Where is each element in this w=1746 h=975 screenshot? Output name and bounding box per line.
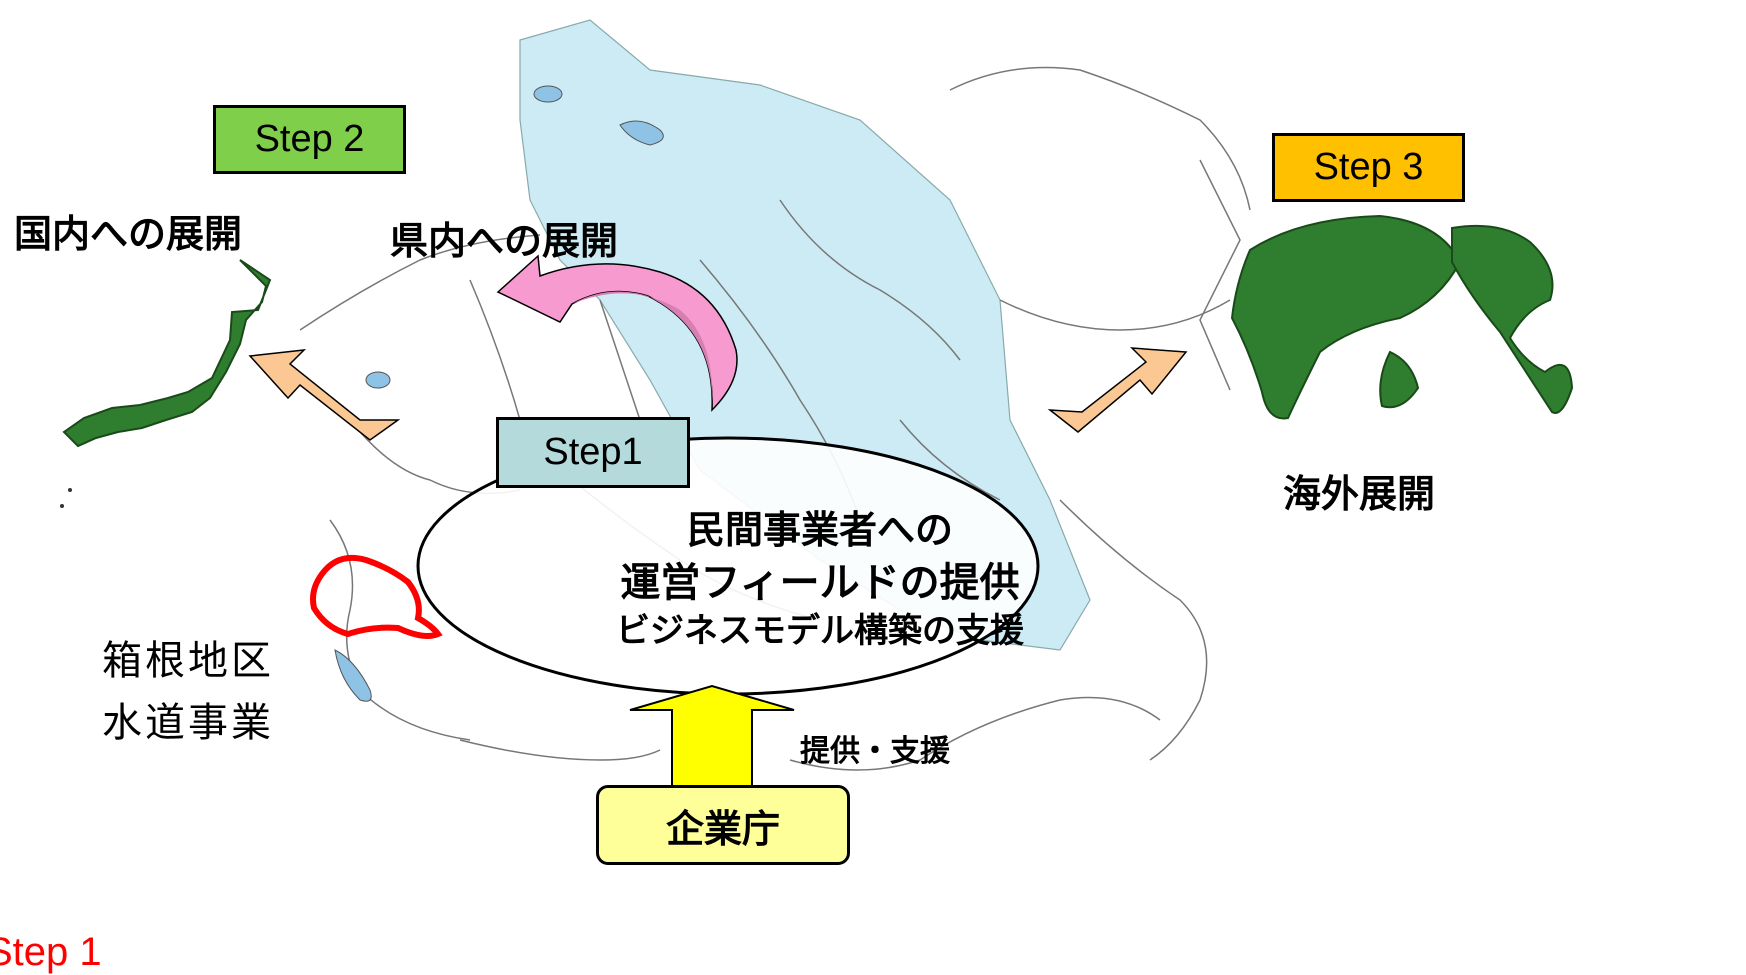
step1-line-3: ビジネスモデル構築の支援 [616, 611, 1024, 651]
step2-box: Step 2 [213, 105, 406, 174]
footer-step1-fragment: Step 1 [0, 930, 102, 974]
agency-box: 企業庁 [596, 785, 850, 865]
step1-box: Step1 [496, 417, 690, 488]
step1-line-1: 民間事業者への [686, 508, 953, 552]
step2-box-label: Step 2 [254, 118, 365, 160]
step2-arrow [248, 349, 401, 441]
step3-box-label: Step 3 [1313, 146, 1424, 188]
japan-map-icon [62, 259, 272, 448]
support-label: 提供・支援 [800, 734, 950, 769]
step2-title: 国内への展開 [14, 212, 243, 256]
prefecture-expansion-arrow [496, 254, 738, 412]
support-arrow [629, 684, 795, 791]
lake-ashi [334, 649, 372, 702]
step3-title: 海外展開 [1283, 472, 1436, 516]
world-map-icon [1230, 214, 1574, 420]
step3-arrow [1047, 347, 1188, 433]
hakone-label-line2: 水道事業 [102, 700, 274, 746]
hakone-label-line1: 箱根地区 [102, 638, 274, 684]
prefecture-expansion-label: 県内への展開 [390, 219, 619, 263]
hakone-outline [310, 554, 443, 639]
step3-box: Step 3 [1272, 133, 1465, 202]
step1-box-label: Step1 [543, 431, 643, 473]
agency-label: 企業庁 [665, 806, 780, 851]
step1-line-2: 運営フィールドの提供 [620, 560, 1020, 606]
